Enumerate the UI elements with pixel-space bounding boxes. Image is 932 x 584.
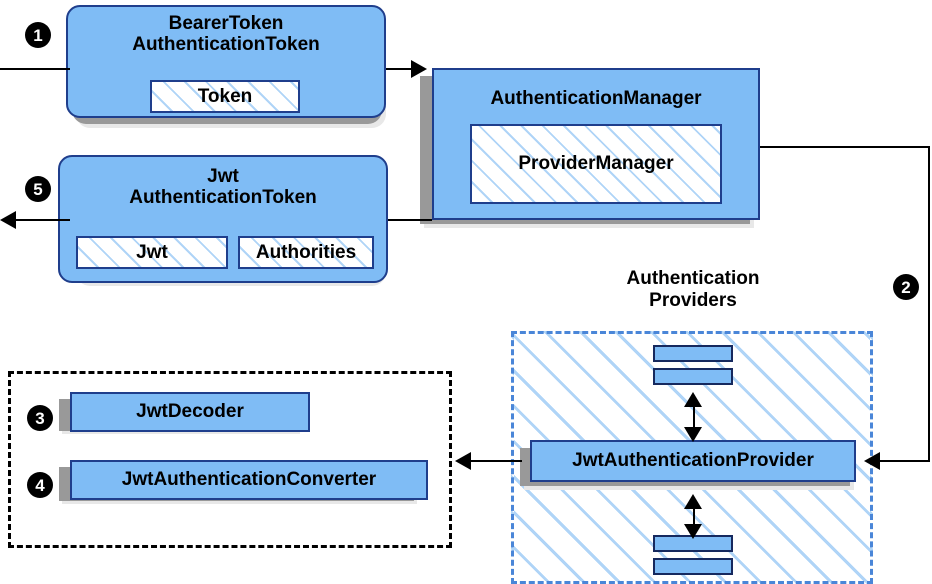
provider-stub-top-2 <box>653 368 733 385</box>
node-jwt-authentication-provider[interactable]: JwtAuthenticationProvider <box>530 440 856 482</box>
inner-box-jwt[interactable]: Jwt <box>76 236 228 269</box>
arrow-line-bearer-to-manager <box>386 68 419 70</box>
arrowhead-outgoing-response <box>0 211 16 229</box>
provider-connector-bottom <box>693 500 695 530</box>
outgoing-response-line <box>16 219 70 221</box>
incoming-request-line <box>0 68 70 70</box>
arrowhead-provider-down-bottom <box>684 524 702 539</box>
authentication-manager-label: AuthenticationManager <box>490 88 702 109</box>
arrowhead-provider-up-top <box>684 392 702 407</box>
step2-line-horizontal-bottom <box>880 460 930 462</box>
inner-box-provider-manager[interactable]: ProviderManager <box>470 124 722 204</box>
node-jwt-decoder[interactable]: JwtDecoder <box>70 392 310 432</box>
step-marker-2: 2 <box>893 274 919 300</box>
bearer-token-label-line1: BearerToken <box>168 13 284 34</box>
line-provider-to-support <box>470 460 522 462</box>
bearer-token-label-line2: AuthenticationToken <box>132 34 320 56</box>
step-marker-4: 4 <box>27 472 53 498</box>
arrowhead-provider-to-support <box>455 452 471 470</box>
node-jwt-authentication-converter[interactable]: JwtAuthenticationConverter <box>70 460 428 500</box>
step-marker-3: 3 <box>27 405 53 431</box>
jwt-token-label-line2: AuthenticationToken <box>129 187 317 209</box>
providers-group-label-line2: Providers <box>649 289 737 311</box>
provider-stub-top-1 <box>653 345 733 362</box>
inner-box-authorities[interactable]: Authorities <box>238 236 374 269</box>
step2-line-vertical <box>928 146 930 461</box>
arrowhead-bearer-to-manager <box>411 60 427 78</box>
step2-line-horizontal-top <box>760 146 930 148</box>
jwt-token-label-line1: Jwt <box>207 166 239 187</box>
provider-connector-top <box>693 398 695 433</box>
step-marker-5: 5 <box>25 176 51 202</box>
arrowhead-provider-down-top <box>684 427 702 442</box>
providers-group-label-line1: Authentication <box>626 268 760 289</box>
inner-box-token[interactable]: Token <box>150 80 300 113</box>
support-group-container <box>8 371 452 548</box>
arrowhead-manager-to-provider <box>864 452 880 470</box>
provider-stub-bottom-2 <box>653 558 733 575</box>
line-manager-to-jwt-token <box>388 219 432 221</box>
arrowhead-provider-up-bottom <box>684 494 702 509</box>
step-marker-1: 1 <box>25 22 51 48</box>
providers-group-label: Authentication Providers <box>588 268 798 312</box>
